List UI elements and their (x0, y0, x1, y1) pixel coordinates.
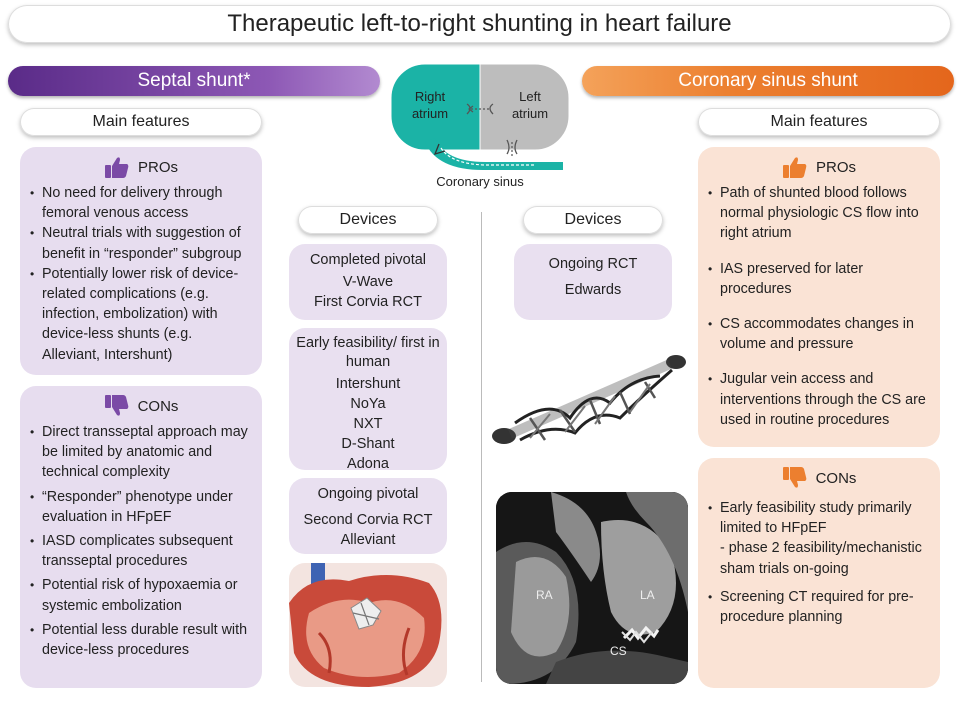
device-item: D-Shant (341, 436, 395, 452)
list-item: Jugular vein access and interventions th… (708, 369, 930, 430)
device-item: NXT (353, 416, 383, 432)
coronary-cons-title: CONs (815, 469, 857, 487)
device-item: Edwards (564, 282, 622, 298)
coronary-pros-card: PROs Path of shunted blood follows norma… (698, 147, 940, 447)
septal-shunt-banner: Septal shunt* (8, 66, 380, 96)
early-feasibility-title: Early feasibility/ first in human (296, 335, 440, 370)
ct-label-ra: RA (536, 588, 553, 602)
septal-devices-label: Devices (298, 206, 438, 234)
device-item: Second Corvia RCT (303, 512, 433, 528)
ct-label-la: LA (640, 588, 655, 602)
device-item: First Corvia RCT (314, 294, 422, 310)
septal-shunt-heart-illustration (289, 563, 447, 687)
septal-completed-pivotal-card: Completed pivotal V-Wave First Corvia RC… (289, 244, 447, 320)
device-item: Intershunt (335, 376, 401, 392)
right-atrium-label: Right atrium (411, 89, 449, 121)
list-item: Path of shunted blood follows normal phy… (708, 183, 930, 244)
coronary-cons-card: CONs Early feasibility study primarily l… (698, 458, 940, 688)
coronary-sinus-shunt-banner: Coronary sinus shunt (582, 66, 954, 96)
septal-pros-title: PROs (137, 158, 178, 176)
list-item: IASD complicates subsequent transseptal … (30, 531, 252, 571)
device-item: V-Wave (342, 274, 394, 290)
thumbs-down-icon (782, 467, 806, 488)
heart-shunt-diagram: Right atrium Left atrium Coronary sinus (385, 58, 575, 193)
coronary-pros-title: PROs (815, 158, 856, 176)
list-item: Potential less durable result with devic… (30, 620, 252, 660)
page-title: Therapeutic left-to-right shunting in he… (8, 5, 951, 43)
septal-ongoing-pivotal-card: Ongoing pivotal Second Corvia RCT Allevi… (289, 478, 447, 554)
device-item: NoYa (350, 396, 386, 412)
list-item: CS accommodates changes in volume and pr… (708, 314, 930, 354)
coronary-ongoing-rct-card: Ongoing RCT Edwards (514, 244, 672, 320)
left-atrium-label: Left atrium (511, 89, 549, 121)
list-item: “Responder” phenotype under evaluation i… (30, 487, 252, 527)
ct-label-cs: CS (610, 644, 627, 658)
ct-scan-image: RA LA CS (496, 492, 688, 684)
list-item: Early feasibility study primarily limite… (708, 498, 930, 579)
coronary-sinus-stent-illustration (490, 348, 690, 448)
septal-cons-title: CONs (137, 397, 179, 415)
list-item: Direct transseptal approach may be limit… (30, 422, 252, 483)
coronary-main-features-label: Main features (698, 108, 940, 136)
septal-cons-card: CONs Direct transseptal approach may be … (20, 386, 262, 688)
device-item: Adona (347, 456, 389, 472)
thumbs-down-icon (104, 395, 128, 416)
list-item: No need for delivery through femoral ven… (30, 183, 252, 223)
thumbs-up-icon (104, 157, 129, 178)
septal-main-features-label: Main features (20, 108, 262, 136)
ongoing-rct-title: Ongoing RCT (548, 256, 638, 272)
ongoing-pivotal-title: Ongoing pivotal (317, 486, 419, 502)
list-item: Potentially lower risk of device-related… (30, 264, 252, 365)
coronary-devices-label: Devices (523, 206, 663, 234)
list-item: IAS preserved for later procedures (708, 259, 930, 299)
list-item: Neutral trials with suggestion of benefi… (30, 223, 252, 263)
column-divider (481, 212, 482, 682)
thumbs-up-icon (782, 157, 807, 178)
list-item: Screening CT required for pre-procedure … (708, 587, 930, 627)
coronary-sinus-label: Coronary sinus (436, 174, 524, 189)
septal-pros-card: PROs No need for delivery through femora… (20, 147, 262, 375)
list-item: Potential risk of hypoxaemia or systemic… (30, 575, 252, 615)
septal-early-feasibility-card: Early feasibility/ first in human Inters… (289, 328, 447, 472)
device-item: Alleviant (340, 532, 396, 548)
completed-pivotal-title: Completed pivotal (309, 252, 427, 268)
